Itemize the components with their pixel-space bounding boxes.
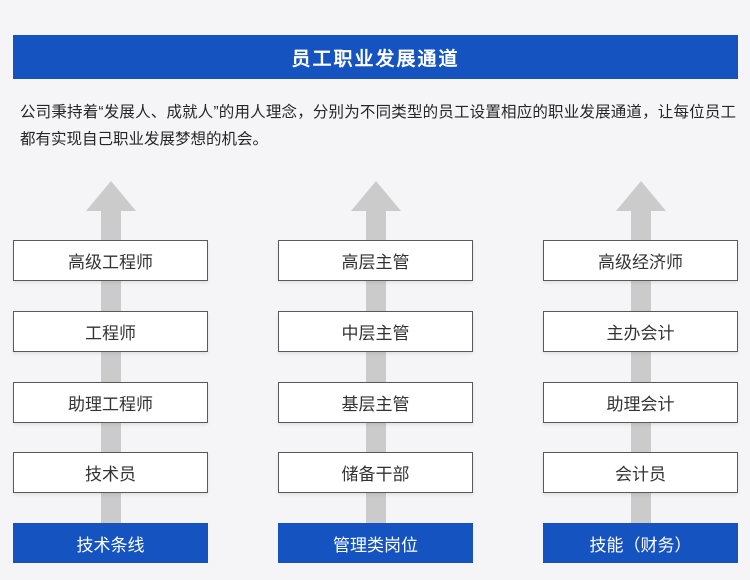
level-box: 中层主管: [278, 311, 473, 352]
level-box: 储备干部: [278, 452, 473, 493]
level-box: 主办会计: [543, 311, 738, 352]
intro-paragraph: 公司秉持着“发展人、成就人”的用人理念，分别为不同类型的员工设置相应的职业发展通…: [20, 104, 736, 148]
level-box: 会计员: [543, 452, 738, 493]
up-arrow-icon: [615, 181, 666, 211]
up-arrow-icon: [85, 181, 136, 211]
career-tracks: 高级工程师 工程师 助理工程师 技术员 技术条线 高层主管 中层主管 基层主管 …: [13, 180, 738, 564]
career-track-column-technical: 高级工程师 工程师 助理工程师 技术员 技术条线: [13, 180, 208, 564]
level-box: 基层主管: [278, 382, 473, 423]
level-box: 助理工程师: [13, 382, 208, 423]
level-box: 高级经济师: [543, 240, 738, 281]
career-track-column-management: 高层主管 中层主管 基层主管 储备干部 管理类岗位: [278, 180, 473, 564]
career-track-column-finance-skill: 高级经济师 主办会计 助理会计 会计员 技能（财务）: [543, 180, 738, 564]
level-box: 工程师: [13, 311, 208, 352]
track-name-box: 技能（财务）: [543, 523, 738, 563]
up-arrow-shaft: [365, 208, 386, 524]
page-title: 员工职业发展通道: [291, 48, 460, 70]
track-name-box: 技术条线: [13, 523, 208, 563]
level-box: 高层主管: [278, 240, 473, 281]
up-arrow-shaft: [100, 208, 121, 524]
level-box: 助理会计: [543, 382, 738, 423]
level-box: 高级工程师: [13, 240, 208, 281]
level-box: 技术员: [13, 452, 208, 493]
track-name-box: 管理类岗位: [278, 523, 473, 563]
page-title-bar: 员工职业发展通道: [13, 35, 738, 79]
up-arrow-shaft: [630, 208, 651, 524]
up-arrow-icon: [350, 181, 401, 211]
